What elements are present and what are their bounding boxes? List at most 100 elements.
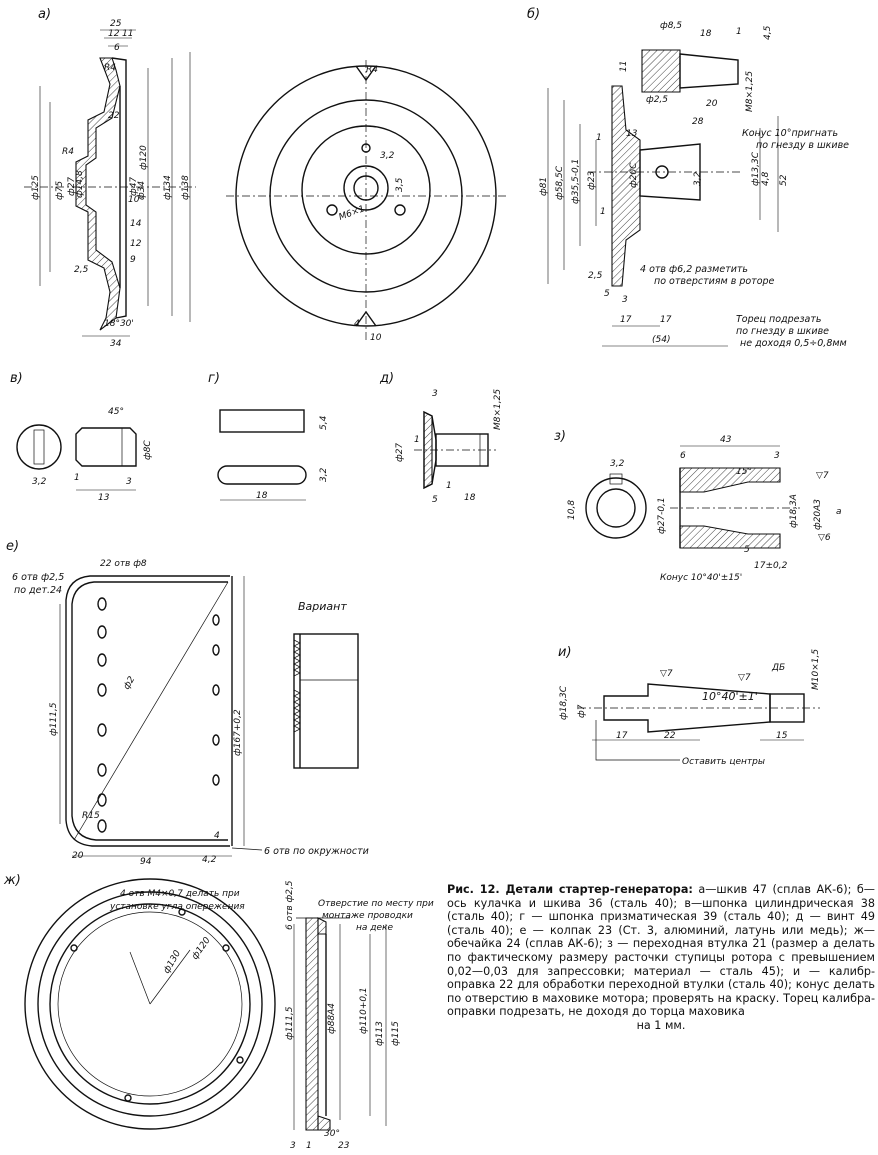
view-a-pulley-front: 3,2 3,5 М6×1 R4 4 10 [226,60,506,343]
view-g-prism-key: г) 5,4 3,2 18 [208,371,329,501]
dim-d-1: М8×1,25 [493,389,503,430]
dim-b-13: ф58,5С [555,165,565,200]
dim-a-4b: R4 [366,65,378,75]
dim-zh-10: 30° [324,1129,340,1139]
dim-b-9: 13 [626,129,638,139]
dim-z-10: a [836,507,842,517]
note-zh-1: установке угла опережения [109,902,245,912]
dim-a-6: R4 [62,147,74,157]
dim-zh-3: ф111,5 [285,1006,295,1040]
note-b-6: не доходя 0,5÷0,8мм [740,338,847,349]
dim-b-0: ф8,5 [660,21,682,31]
dim-d-0: 3 [432,389,438,399]
dim-b-3: 4,5 [763,25,773,40]
dim-z-6: 10,8 [567,500,577,520]
dim-i-9: 15 [776,731,788,741]
dim-a-8: ф75 [55,181,65,200]
dim-b-18: ф13,3С [751,151,761,186]
cap-variant [293,633,359,769]
dim-b-15: ф23 [587,171,597,190]
dim-a-15: ф138 [181,175,191,200]
dim-i-5: ф7 [577,704,587,718]
dim-v-3: 1 [74,473,80,483]
dim-d-6: 18 [464,493,476,503]
dim-b-14: ф35,5-0,1 [571,159,581,204]
dim-e-3: ф167+0,2 [233,709,243,756]
dim-b-11: 1 [600,207,606,217]
view-e-cap: е) 22 отв ф8 ф2 ф111,5 ф167+0,2 [6,539,369,867]
dim-z-3: 3 [774,451,780,461]
dim-b-25: 17 [660,315,672,325]
view-a-pulley-section: а) 25 12 11 6 R4 22 R4 ф125 ф75 ф27 ф14,… [24,7,196,349]
dim-a-3: 6 [114,43,120,53]
dim-zh-8: 3 [290,1141,296,1151]
cap-holes [97,597,220,833]
dim-b-2: 1 [736,27,742,37]
dim-zh-1: ф120 [190,935,213,961]
dim-b-23: 3 [622,295,628,305]
dim-z-7: ф27-0,1 [657,497,667,534]
caption-tail: на 1 мм. [636,1018,686,1032]
note-e-2: 6 отв по окружности [264,846,369,857]
dim-v-2: 3,2 [32,477,47,487]
dim-b-4: 11 [619,61,629,72]
dim-a-1: 12 [108,29,120,39]
dim-v-0: 45° [108,407,124,417]
dim-a-10: ф14,8 [75,170,85,198]
view-d-screw: д) 3 М8×1,25 ф27 1 5 1 18 [379,371,503,505]
note-i-0: Оставить центры [682,757,765,767]
note-b-4: Торец подрезать [736,314,821,325]
dim-g-0: 5,4 [319,415,329,430]
view-z-sleeve: з) 43 3,2 6 3 15° ▽7 10,8 ф27-0,1 ф18,3А… [554,429,842,583]
dim-e-4: R15 [82,811,100,821]
label-g: г) [208,371,220,386]
note-b-1: по гнезду в шкиве [756,140,849,151]
dim-i-8: 22 [664,731,676,741]
dim-a-18: 12 [130,239,142,249]
variant-label: Вариант [298,600,347,613]
label-b: б) [527,7,540,22]
caption-body: а—шкив 47 (сплав АК-6); б—ось кулачка и … [447,883,875,1019]
dim-b-21: 2,5 [588,271,603,281]
dim-z-9: ф20А3 [813,499,823,530]
dim-b-5: ф2,5 [646,95,668,105]
dim-e-1: ф2 [122,675,138,692]
dim-a-12: ф47 [129,177,139,196]
dim-g-1: 3,2 [319,467,329,482]
dim-zh-7: ф115 [391,1021,401,1046]
view-v-cyl-key: в) 45° ф8С 3,2 1 3 13 [10,371,153,503]
dim-b-10: 1 [596,133,602,143]
dim-z-1: 3,2 [610,459,625,469]
dim-b-6: 20 [706,99,718,109]
label-e: е) [6,539,19,554]
dim-i-4: ф18,3С [559,685,569,720]
dim-a-23: 3,2 [380,151,395,161]
dim-a-27: 10 [370,333,382,343]
dim-z-0: 43 [720,435,732,445]
dim-i-1: ▽7 [738,673,751,683]
caption-title: Рис. 12. Детали стартер-генератора: [447,883,693,896]
dim-a-4: R4 [104,63,116,73]
dim-e-5: 20 [72,851,84,861]
dim-i-7: 17 [616,731,628,741]
note-e-1: по дет.24 [14,585,62,596]
dim-v-4: 3 [126,477,132,487]
dim-b-20: 52 [779,174,789,186]
dim-b-1: 18 [700,29,712,39]
dim-i-0: ▽7 [660,669,673,679]
dim-z-4: 15° [736,467,752,477]
dim-a-0: 25 [110,19,122,29]
dim-v-1: ф8С [143,440,153,460]
label-d: д) [379,371,394,386]
dim-zh-6: ф113 [375,1021,385,1046]
dim-b-16: ф20С [629,162,639,188]
note-zh-0: 4 отв М4×0,7 делать при [120,889,240,899]
note-zh-4: на деке [356,923,393,933]
note-b-2: 4 отв ф6,2 разметить [640,264,748,275]
dim-a-22: 34 [110,339,122,349]
dim-i-3: М10×1,5 [811,649,821,690]
dim-d-4: 5 [432,495,438,505]
note-b-3: по отверстиям в роторе [654,276,775,287]
dim-a-26: 4 [354,319,360,329]
dim-a-14: ф134 [163,175,173,200]
